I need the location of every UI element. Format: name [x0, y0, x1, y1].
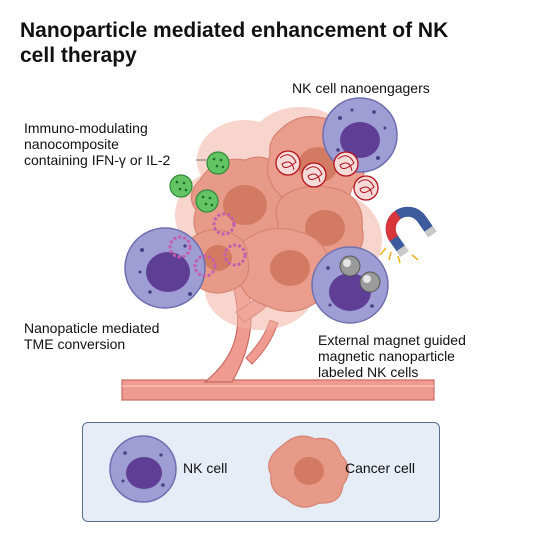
red-nanoengager-scribble	[279, 154, 375, 196]
magnetic-nanoparticle-icon	[339, 255, 381, 293]
figure-title: Nanoparticle mediated enhancement of NK …	[20, 19, 449, 67]
label-nanocomposite: Immuno-modulating nanocomposite containi…	[24, 120, 171, 168]
legend-nk-cell-label: NK cell	[183, 460, 228, 476]
legend-cancer-cell-label: Cancer cell	[345, 460, 416, 476]
magnetic-field-sparks	[379, 247, 419, 264]
label-tme-conversion: Nanopaticle mediated TME conversion	[24, 320, 160, 352]
label-nk-nanoengagers: NK cell nanoengagers	[292, 80, 430, 96]
legend-icons	[109, 435, 350, 508]
green-nanocomposite-dots	[175, 157, 225, 207]
cancer-cell	[235, 227, 333, 313]
cancer-cell-icon	[268, 435, 350, 508]
legend-box: NK cell Cancer cell	[82, 422, 440, 522]
label-magnet-guided: External magnet guided magnetic nanopart…	[318, 332, 466, 380]
green-nanocomposite-icon	[169, 151, 230, 213]
nk-cell	[124, 227, 206, 309]
nk-cell-icon	[109, 435, 177, 503]
magnet-icon	[385, 206, 437, 257]
purple-ring-nanoparticle-icon	[168, 212, 247, 278]
